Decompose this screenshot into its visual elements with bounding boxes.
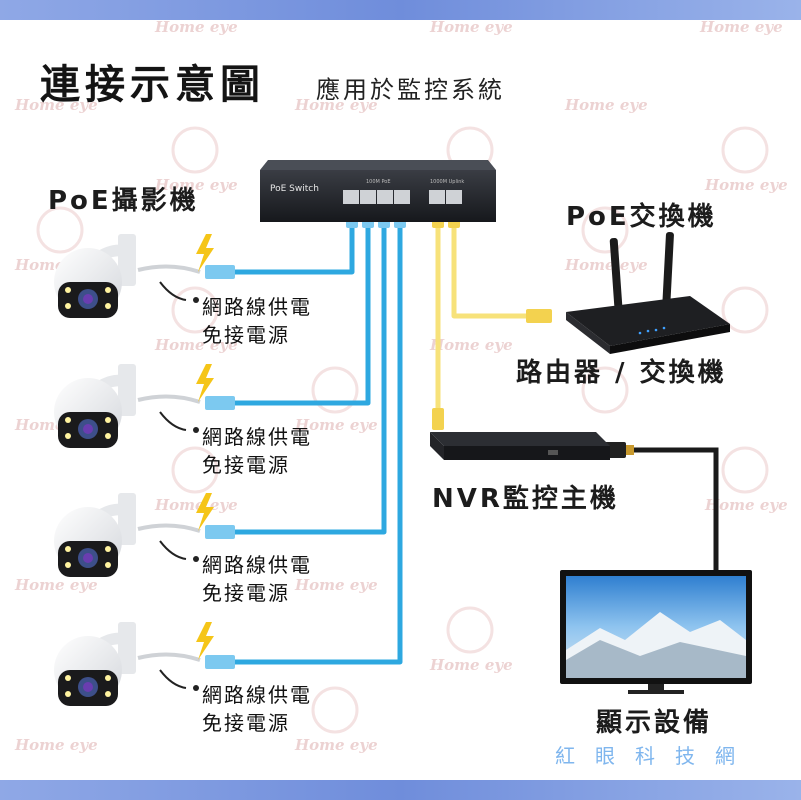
rj45-connector	[205, 265, 235, 279]
lightning-icon	[196, 493, 214, 531]
ethernet-port	[429, 190, 445, 204]
ethernet-port	[394, 190, 410, 204]
switch-panel-label: PoE Switch	[270, 184, 319, 194]
camera-note-3: 網路線供電 免接電源	[202, 551, 312, 607]
ptz-camera-2	[54, 364, 201, 448]
page-subtitle: 應用於監控系統	[316, 76, 505, 104]
rj45-connector	[205, 655, 235, 669]
note-line: 免接電源	[202, 323, 290, 347]
rj45-connector	[205, 525, 235, 539]
ptz-camera-4	[54, 622, 201, 706]
hdmi-connector-tip	[626, 445, 634, 455]
lightning-icon	[196, 234, 214, 272]
lightning-icon	[196, 364, 214, 402]
note-line: 網路線供電	[202, 295, 312, 319]
note-line: 網路線供電	[202, 553, 312, 577]
ethernet-port	[377, 190, 393, 204]
brand-name: 紅眼科技網	[555, 744, 755, 768]
lightning-icon	[196, 622, 214, 660]
monitor-device	[560, 570, 752, 694]
ethernet-port	[446, 190, 462, 204]
nvr-device	[430, 432, 610, 460]
router-device	[566, 231, 730, 354]
poe-cable-1	[232, 218, 355, 275]
camera-note-4: 網路線供電 免接電源	[202, 681, 312, 737]
ptz-camera-1	[54, 234, 201, 318]
poe-cable-3	[232, 218, 387, 535]
camera-note-1: 網路線供電 免接電源	[202, 293, 312, 349]
ethernet-port	[360, 190, 376, 204]
poe-cable-2	[232, 218, 371, 406]
antenna	[662, 231, 674, 313]
poe-switch-device: PoE Switch 100M PoE 1000M Uplink	[260, 160, 496, 222]
rj45-connector	[432, 408, 444, 430]
note-line: 網路線供電	[202, 683, 312, 707]
note-line: 網路線供電	[202, 425, 312, 449]
camera-note-2: 網路線供電 免接電源	[202, 423, 312, 479]
ethernet-port	[343, 190, 359, 204]
antenna	[609, 238, 623, 308]
poe-cable-4	[232, 218, 403, 665]
rj45-connector	[205, 396, 235, 410]
note-line: 免接電源	[202, 711, 290, 735]
usb-port	[548, 450, 558, 455]
switch-port-label: 100M PoE	[366, 179, 391, 185]
display-label: 顯示設備	[596, 708, 713, 738]
bottom-band	[0, 780, 801, 800]
poe-switch-label: PoE交換機	[566, 202, 717, 232]
nvr-label: NVR監控主機	[432, 484, 619, 514]
switch-port-label: 1000M Uplink	[430, 179, 464, 185]
camera-group-label: PoE攝影機	[48, 186, 199, 216]
top-band	[0, 0, 801, 20]
hdmi-cable	[620, 447, 719, 570]
note-line: 免接電源	[202, 581, 290, 605]
note-line: 免接電源	[202, 453, 290, 477]
rj45-connector	[526, 309, 552, 323]
router-label: 路由器 / 交換機	[516, 358, 727, 388]
uplink-cable-router	[451, 218, 540, 319]
page-title: 連接示意圖	[40, 62, 265, 108]
ptz-camera-3	[54, 493, 201, 577]
